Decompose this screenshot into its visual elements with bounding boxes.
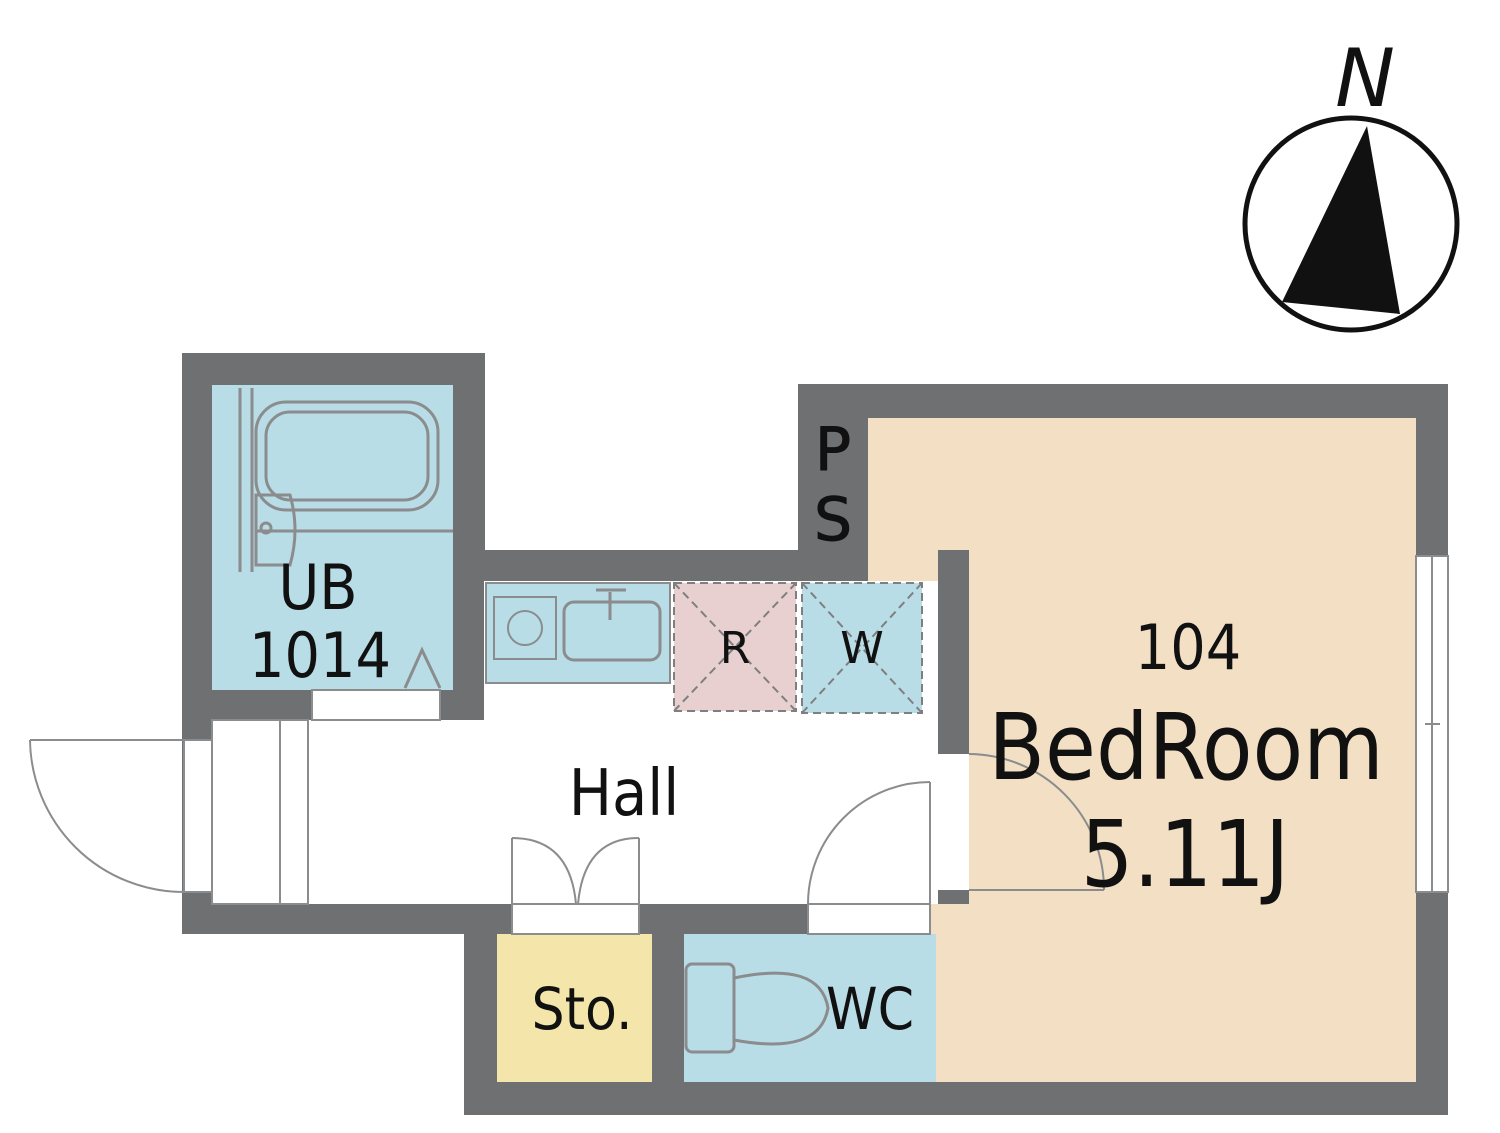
room-hall	[212, 720, 969, 904]
unit-bath-size: 1014	[249, 619, 391, 692]
entrance-door-swing	[29, 739, 185, 893]
north-arrow-icon	[1282, 126, 1400, 314]
toilet-bowl	[732, 971, 830, 1046]
hall-label: Hall	[569, 757, 680, 831]
kitchen-sink	[562, 600, 662, 662]
room-storage	[497, 934, 652, 1082]
compass: N	[1242, 32, 1460, 333]
washer-label: W	[840, 623, 884, 674]
toilet-door-sill	[807, 903, 931, 935]
kitchen-counter	[485, 582, 671, 684]
bedroom-window	[1415, 555, 1449, 893]
pipe-space-label-p: P	[815, 415, 851, 485]
bathtub-inner	[264, 410, 430, 502]
bedroom-label: BedRoom	[988, 694, 1384, 801]
pipe-space-label-s: S	[814, 485, 852, 555]
stove	[493, 596, 557, 660]
washer-space	[801, 582, 923, 714]
fridge-space	[673, 582, 797, 712]
compass-north-label: N	[1335, 32, 1395, 125]
toilet-label: WC	[826, 975, 914, 1043]
bedroom-door	[968, 753, 1105, 891]
bedroom-door-opening	[938, 754, 969, 890]
toilet-door	[807, 781, 931, 905]
room-toilet	[684, 934, 936, 1082]
entrance-threshold	[279, 719, 309, 905]
bathtub	[238, 388, 453, 689]
entrance-opening	[183, 739, 213, 893]
entrance-step	[211, 719, 281, 905]
bedroom-size: 5.11J	[1081, 801, 1290, 908]
unit-number: 104	[1135, 611, 1241, 684]
storage-door-sill	[511, 903, 640, 935]
storage-doors	[511, 837, 640, 905]
storage-label: Sto.	[531, 975, 632, 1043]
toilet-fixture	[684, 962, 830, 1054]
bath-sink	[254, 493, 297, 567]
bath-vent	[403, 646, 442, 689]
bathtub-outer	[254, 400, 440, 512]
fridge-label: R	[720, 623, 751, 674]
unit-bath-label: UB	[278, 551, 357, 624]
bath-door-sill	[311, 689, 441, 721]
stove-burner	[507, 610, 543, 646]
entrance	[29, 719, 309, 905]
bedroom-notch-wall	[868, 418, 969, 549]
